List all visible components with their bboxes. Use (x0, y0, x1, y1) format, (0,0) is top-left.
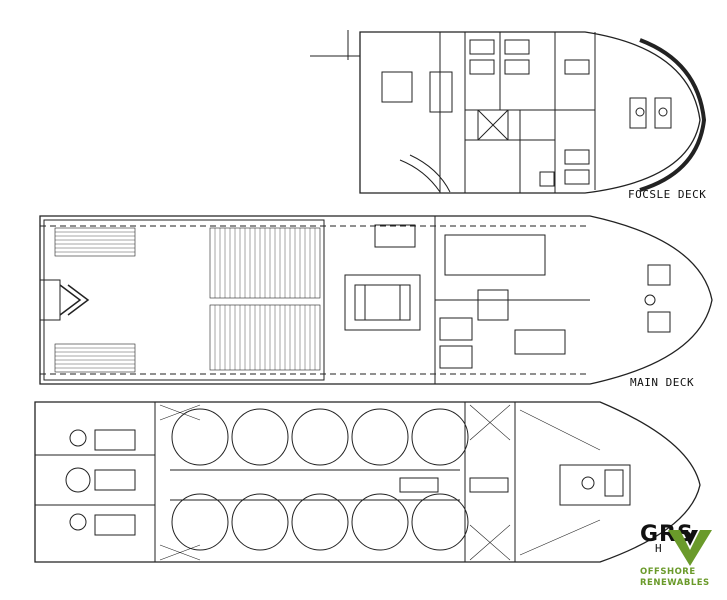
focsle-deck-drawing (310, 30, 707, 194)
logo-line-offshore: OFFSHORE (640, 567, 696, 577)
tank (351, 408, 409, 466)
tank (351, 493, 409, 551)
tank (291, 408, 349, 466)
main-deck-drawing (39, 215, 713, 385)
logo-chevron-icon (668, 530, 712, 566)
focsle-deck-label: FOCSLE DECK (628, 188, 707, 201)
hold-deck-label: H (655, 542, 663, 555)
tank (171, 493, 229, 551)
main-deck-label: MAIN DECK (630, 376, 695, 389)
tank (411, 408, 469, 466)
tank (291, 493, 349, 551)
tank (231, 408, 289, 466)
hold-level-drawing (34, 401, 701, 563)
logo-line-renewables: RENEWABLES (640, 578, 710, 588)
tank (171, 408, 229, 466)
tank (231, 493, 289, 551)
tank (411, 493, 469, 551)
grs-logo: GRS OFFSHORE RENEWABLES (638, 520, 726, 598)
